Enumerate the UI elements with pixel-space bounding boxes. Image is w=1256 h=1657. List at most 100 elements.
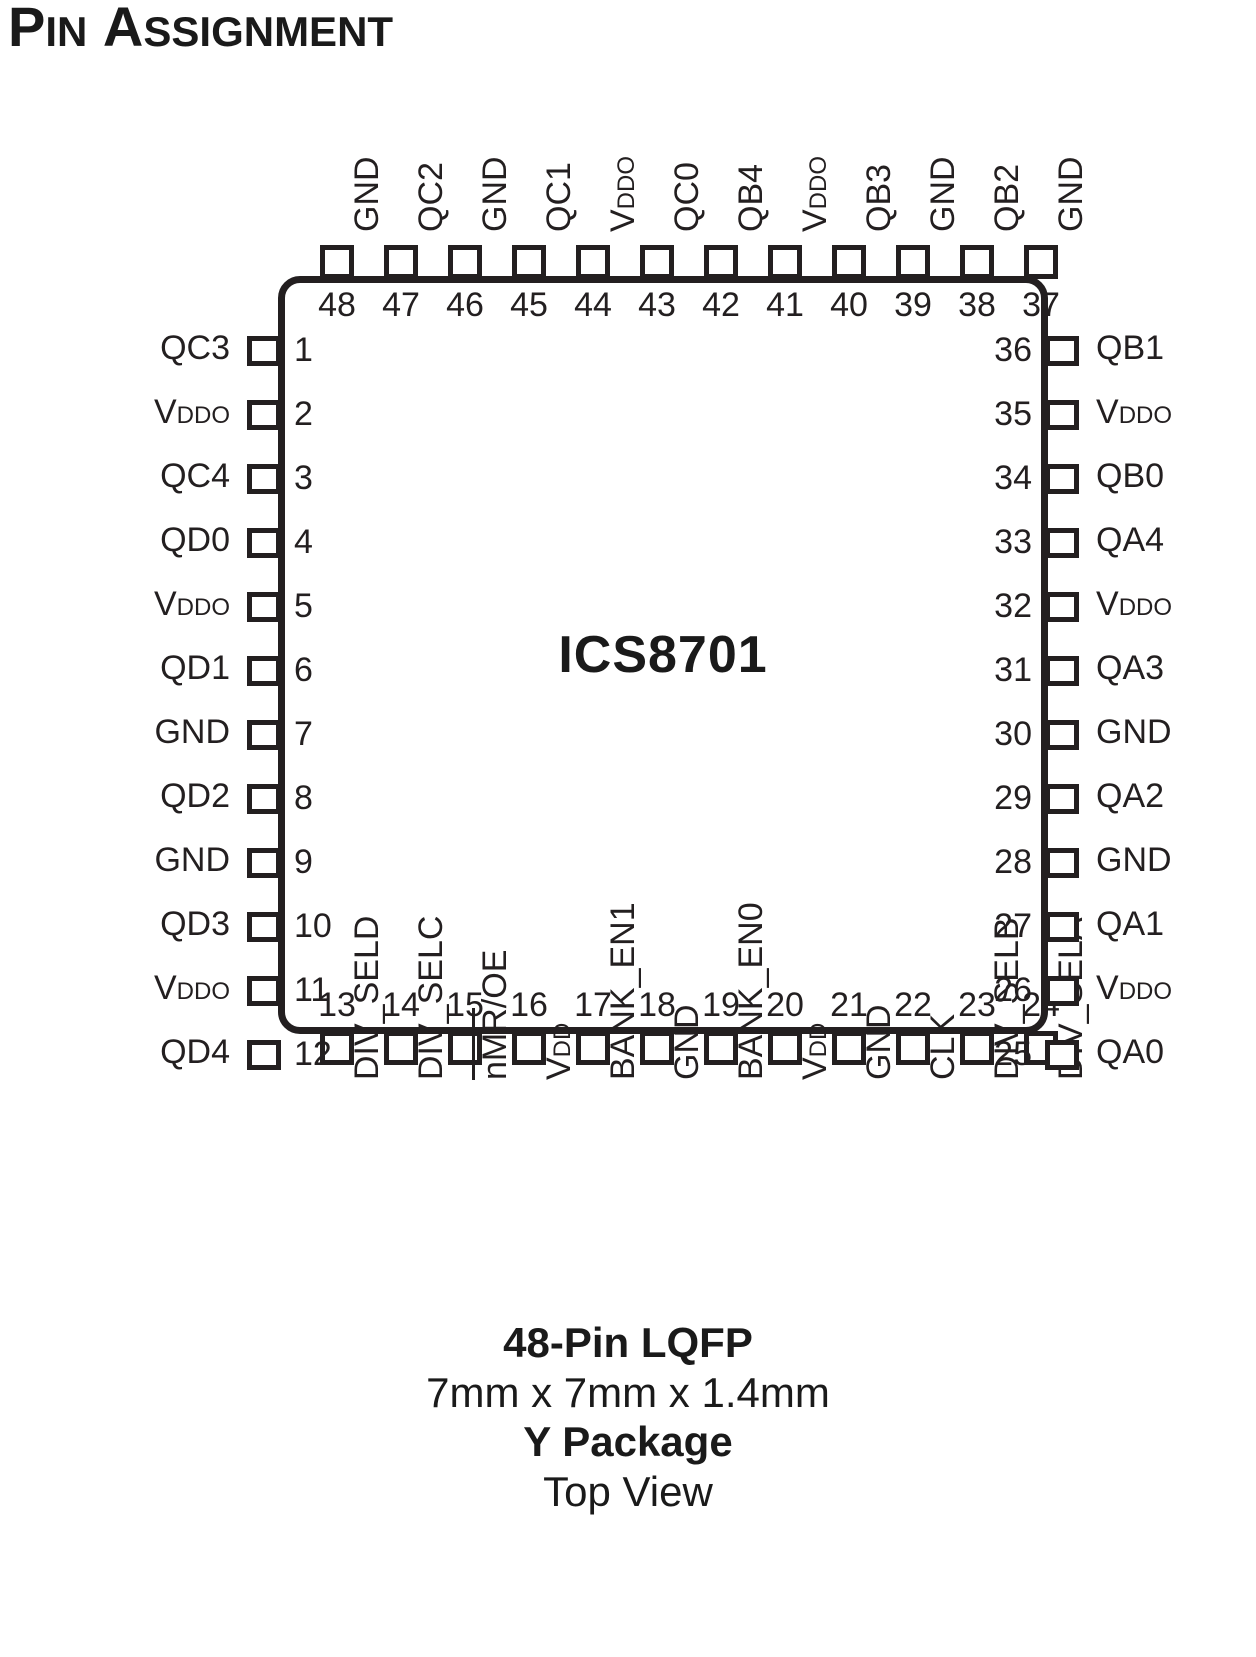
pin-label-33: QA4 [1096, 523, 1164, 557]
pin-45-text: QC1 [540, 162, 578, 232]
pin-26-subscript: DDO [1118, 978, 1173, 1005]
pin-44-subscript: DDO [613, 155, 640, 210]
pin-5-subscript: DDO [176, 594, 230, 621]
pin-36-text: QB1 [1096, 329, 1165, 367]
pin-number-16: 16 [510, 986, 548, 1024]
pin-pad-30 [1045, 720, 1079, 750]
pin-number-21: 21 [830, 986, 868, 1024]
pin-7-text: GND [154, 713, 230, 751]
pin-33-text: QA4 [1096, 521, 1165, 559]
pin-label-2: VDDO [0, 395, 230, 429]
pin-pad-8 [247, 784, 281, 814]
pin-25-text: QA0 [1096, 1033, 1165, 1071]
pin-pad-4 [247, 528, 281, 558]
pin-label-38: QB2 [988, 164, 1026, 232]
pin-pad-44 [576, 245, 610, 279]
pin-label-25: QA0 [1096, 1035, 1164, 1069]
pin-number-34: 34 [994, 459, 1032, 497]
pin-label-44: VDDO [604, 155, 642, 232]
pin-40-text: QB3 [860, 163, 898, 232]
pin-11-subscript: DDO [176, 978, 230, 1005]
pin-number-27: 27 [994, 907, 1032, 945]
pin-11-text: V [153, 969, 177, 1007]
pin-pad-1 [247, 336, 281, 366]
pin-label-16: VDD [540, 1023, 578, 1080]
pin-label-5: VDDO [0, 587, 230, 621]
pin-pad-15 [448, 1031, 482, 1065]
pin-9-text: GND [154, 841, 230, 879]
pin-label-4: QD0 [0, 523, 230, 557]
pin-label-30: GND [1096, 715, 1172, 749]
pin-number-36: 36 [994, 331, 1032, 369]
pin-number-15: 15 [446, 986, 484, 1024]
pin-number-33: 33 [994, 523, 1032, 561]
package-body-outline: ICS8701 [278, 276, 1048, 1034]
pin-39-text: GND [924, 156, 962, 232]
pin-pad-31 [1045, 656, 1079, 686]
page-title-ssignment: SSIGNMENT [143, 8, 394, 55]
pin-label-43: QC0 [668, 162, 706, 232]
pin-number-28: 28 [994, 843, 1032, 881]
pin-label-39: GND [924, 156, 962, 232]
pin-47-text: QC2 [412, 162, 450, 232]
pin-number-31: 31 [994, 651, 1032, 689]
pin-number-44: 44 [574, 286, 612, 324]
pin-32-subscript: DDO [1118, 594, 1173, 621]
pin-number-8: 8 [294, 779, 313, 817]
pin-label-3: QC4 [0, 459, 230, 493]
pin-number-11: 11 [294, 971, 330, 1009]
pin-pad-13 [320, 1031, 354, 1065]
page-title: PIN ASSIGNMENT [8, 0, 393, 59]
pin-pad-38 [960, 245, 994, 279]
pin-35-subscript: DDO [1118, 402, 1173, 429]
pin-number-29: 29 [994, 779, 1032, 817]
pin-number-5: 5 [294, 587, 313, 625]
page-title-initial-p: P [8, 0, 46, 58]
pin-1-text: QC3 [160, 329, 230, 367]
pin-number-47: 47 [382, 286, 420, 324]
pin-27-text: QA1 [1096, 905, 1165, 943]
pin-pad-36 [1045, 336, 1079, 366]
pin-29-text: QA2 [1096, 777, 1165, 815]
pin-number-3: 3 [294, 459, 313, 497]
pin-2-text: V [153, 393, 177, 431]
page-title-in: IN [45, 8, 88, 55]
pin-number-38: 38 [958, 286, 996, 324]
pin-pad-22 [896, 1031, 930, 1065]
pin-30-text: GND [1096, 713, 1172, 751]
pin-20-text: V [796, 1057, 834, 1080]
pin-2-subscript: DDO [176, 402, 230, 429]
caption-line-4: Top View [543, 1467, 713, 1515]
pin-pad-11 [247, 976, 281, 1006]
pin-label-48: GND [348, 156, 386, 232]
pin-label-36: QB1 [1096, 331, 1164, 365]
pin-12-text: QD4 [160, 1033, 230, 1071]
pin-number-10: 10 [294, 907, 332, 945]
pin-pad-37 [1024, 245, 1058, 279]
pin-number-32: 32 [994, 587, 1032, 625]
pin-pad-18 [640, 1031, 674, 1065]
pin-number-40: 40 [830, 286, 868, 324]
pin-pad-42 [704, 245, 738, 279]
pin-pad-34 [1045, 464, 1079, 494]
pin-34-text: QB0 [1096, 457, 1165, 495]
caption-line-2: 7mm x 7mm x 1.4mm [426, 1368, 830, 1416]
pin-pad-7 [247, 720, 281, 750]
pin-number-14: 14 [382, 986, 420, 1024]
package-caption: 48-Pin LQFP 7mm x 7mm x 1.4mm Y Package … [0, 1318, 1256, 1516]
pin-label-27: QA1 [1096, 907, 1164, 941]
pin-pad-28 [1045, 848, 1079, 878]
pin-label-42: QB4 [732, 164, 770, 232]
pin-pad-40 [832, 245, 866, 279]
pin-pad-29 [1045, 784, 1079, 814]
pin-28-text: GND [1096, 841, 1172, 879]
pin-number-46: 46 [446, 286, 484, 324]
pin-pad-14 [384, 1031, 418, 1065]
pin-pad-32 [1045, 592, 1079, 622]
pin-16-text: V [540, 1057, 578, 1080]
pin-31-text: QA3 [1096, 649, 1165, 687]
pin-label-29: QA2 [1096, 779, 1164, 813]
pin-pad-5 [247, 592, 281, 622]
pin-pad-39 [896, 245, 930, 279]
pin-label-47: QC2 [412, 162, 450, 232]
